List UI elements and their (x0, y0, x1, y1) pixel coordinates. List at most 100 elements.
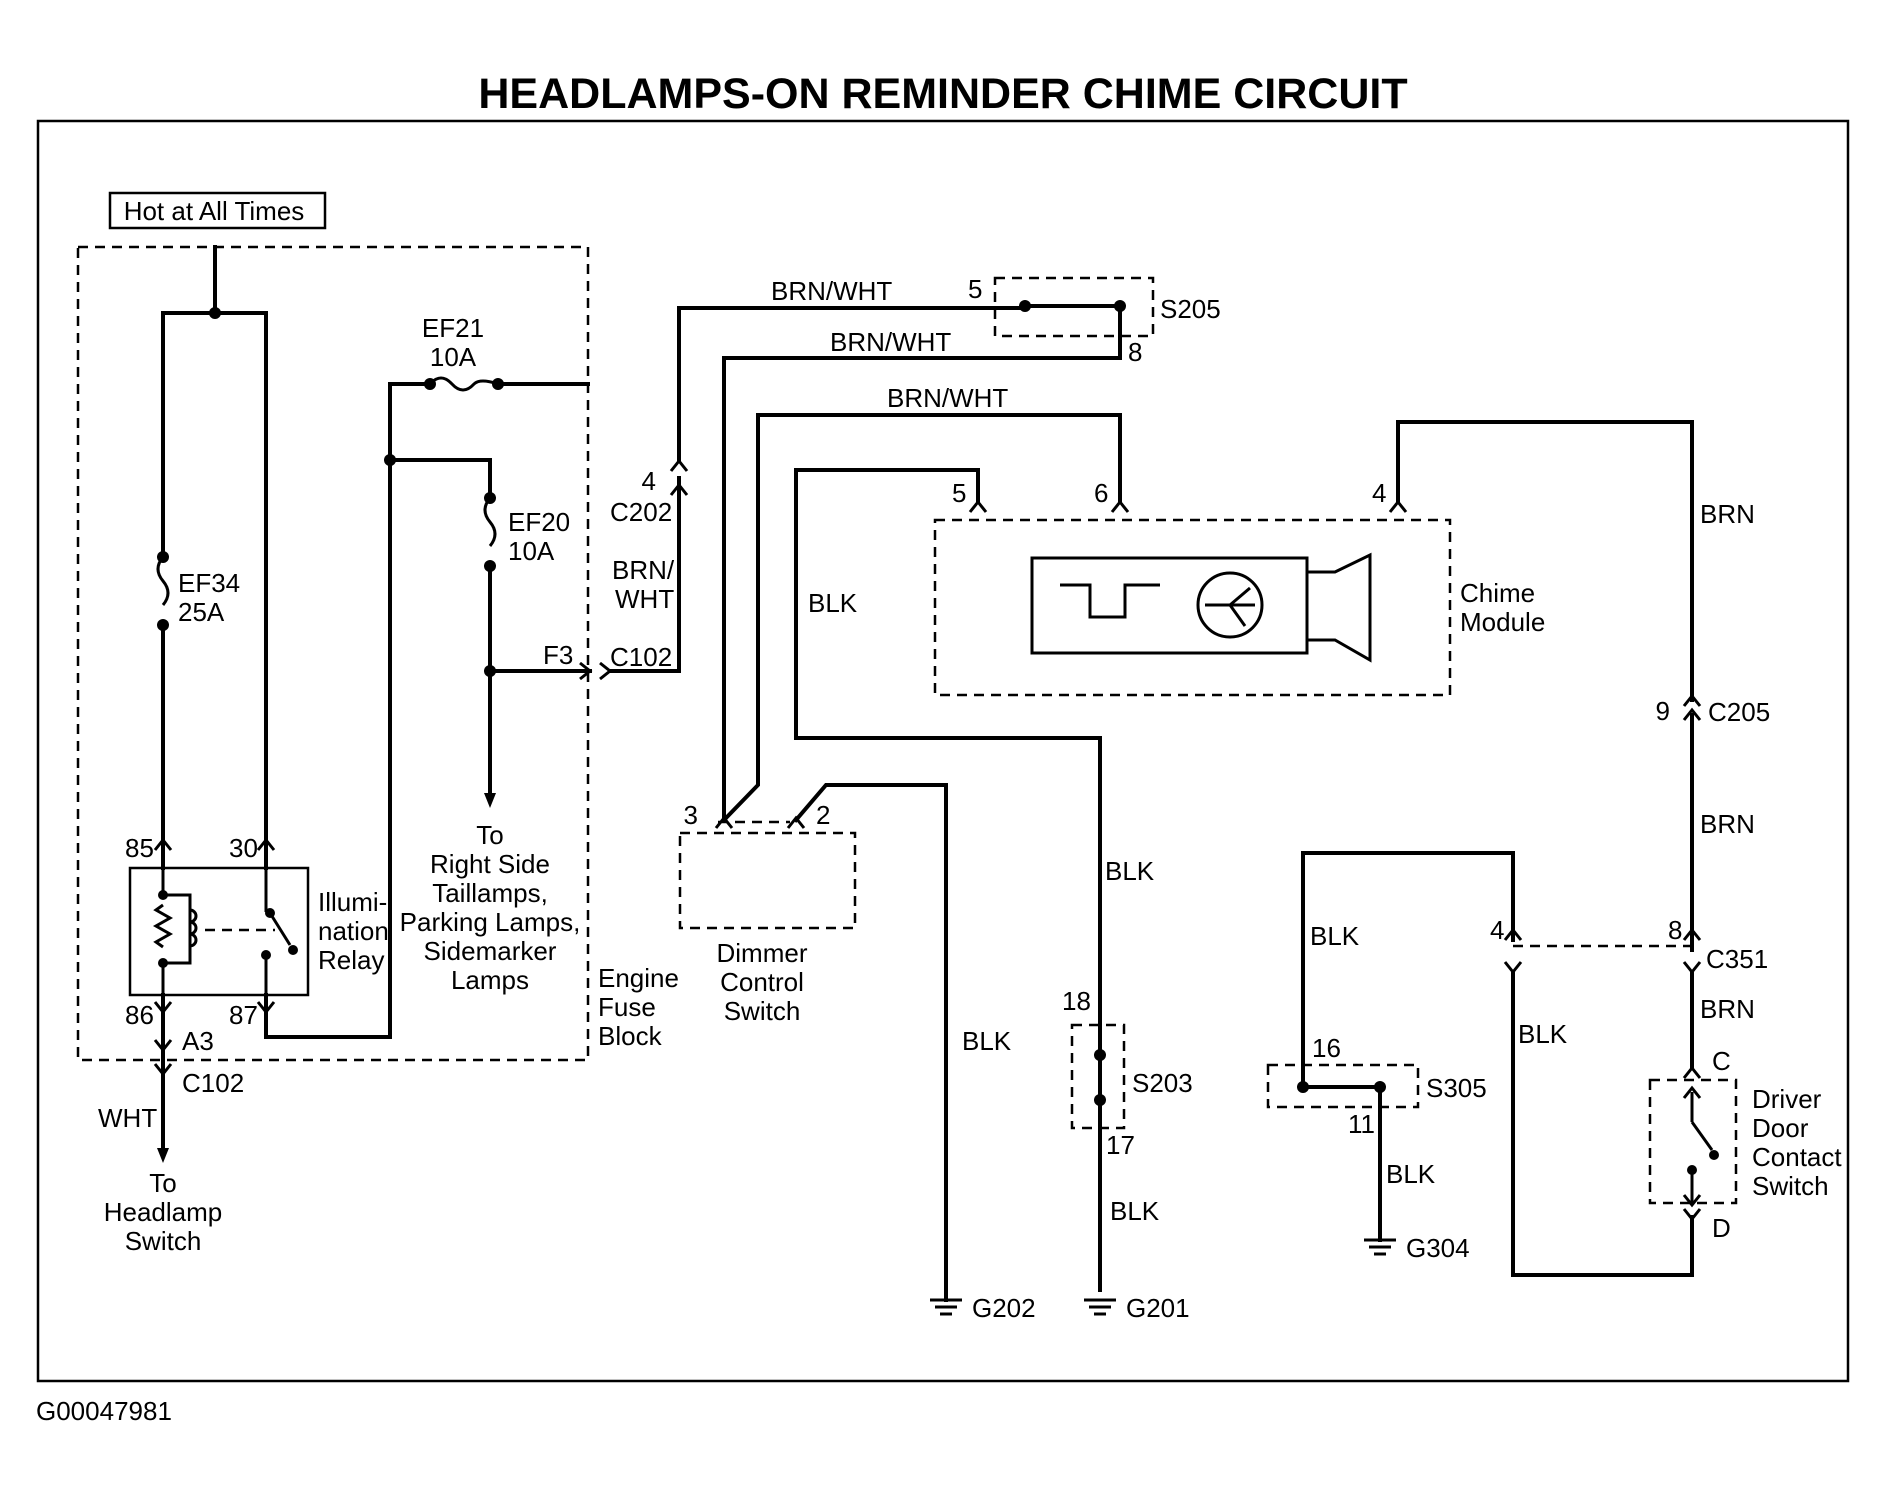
svg-text:Lamps: Lamps (451, 965, 529, 995)
svg-text:8: 8 (1128, 337, 1142, 367)
dimmer-feed-wire: BRN/WHT (722, 327, 1122, 822)
fuse-block-label: Engine Fuse Block (598, 963, 679, 1051)
svg-text:Headlamp: Headlamp (104, 1197, 223, 1227)
svg-text:BLK: BLK (1310, 921, 1360, 951)
svg-text:Switch: Switch (1752, 1171, 1829, 1201)
svg-text:Taillamps,: Taillamps, (432, 878, 548, 908)
svg-text:Engine: Engine (598, 963, 679, 993)
chime-pins: 5 6 4 (952, 478, 1408, 513)
chime-pin6-wire: BRN/WHT (721, 383, 1122, 823)
power-source-label: Hot at All Times (124, 196, 305, 226)
svg-text:18: 18 (1062, 986, 1091, 1016)
svg-text:Door: Door (1752, 1113, 1809, 1143)
svg-text:C102: C102 (182, 1068, 244, 1098)
svg-text:BLK: BLK (962, 1026, 1012, 1056)
chime-module: Chime Module (933, 518, 1545, 697)
svg-text:BLK: BLK (1105, 856, 1155, 886)
svg-text:Switch: Switch (125, 1226, 202, 1256)
svg-text:9: 9 (1656, 696, 1670, 726)
svg-text:Switch: Switch (724, 996, 801, 1026)
svg-text:Right Side: Right Side (430, 849, 550, 879)
svg-text:BRN: BRN (1700, 499, 1755, 529)
svg-text:To: To (476, 820, 503, 850)
svg-text:5: 5 (952, 478, 966, 508)
svg-text:Module: Module (1460, 607, 1545, 637)
brn-wht-feed-wire: 4 C202 BRN/ WHT BRN/WHT (608, 276, 1027, 673)
svg-text:To: To (149, 1168, 176, 1198)
svg-text:Chime: Chime (1460, 578, 1535, 608)
engine-fuse-block (76, 245, 590, 1062)
svg-text:11: 11 (1348, 1109, 1375, 1139)
svg-text:Illumi-: Illumi- (318, 887, 387, 917)
svg-text:4: 4 (1372, 478, 1386, 508)
svg-text:Driver: Driver (1752, 1084, 1822, 1114)
relay-pin-87: 87 (229, 1000, 258, 1030)
ground-g304: G304 (1364, 1233, 1470, 1263)
svg-text:BRN/: BRN/ (612, 555, 675, 585)
driver-door-contact-switch: C D Driver Door Contact Switch (1648, 1046, 1842, 1243)
svg-text:C205: C205 (1708, 697, 1770, 727)
svg-text:Dimmer: Dimmer (717, 938, 808, 968)
splice-s305: BLK 16 11 S305 BLK (1266, 851, 1515, 1242)
svg-text:Parking Lamps,: Parking Lamps, (400, 907, 581, 937)
svg-text:Control: Control (720, 967, 804, 997)
svg-text:G201: G201 (1126, 1293, 1190, 1323)
f3-wire: F3 C102 (484, 640, 672, 681)
svg-text:Relay: Relay (318, 945, 384, 975)
svg-text:Block: Block (598, 1021, 663, 1051)
diagram-frame (36, 119, 1850, 1383)
svg-text:Sidemarker: Sidemarker (424, 936, 557, 966)
svg-text:WHT: WHT (98, 1103, 157, 1133)
svg-text:BRN/WHT: BRN/WHT (887, 383, 1008, 413)
svg-text:6: 6 (1094, 478, 1108, 508)
svg-text:A3: A3 (182, 1026, 214, 1056)
svg-text:C202: C202 (610, 497, 672, 527)
splice-s205: 5 S205 8 (968, 274, 1221, 367)
relay-pin-30: 30 (229, 833, 258, 863)
svg-text:G202: G202 (972, 1293, 1036, 1323)
headlamp-wire: A3 C102 WHT (98, 1008, 244, 1163)
fuse-ef34: EF34 25A (156, 450, 240, 852)
svg-text:Fuse: Fuse (598, 992, 656, 1022)
svg-text:10A: 10A (430, 342, 477, 372)
svg-text:C351: C351 (1706, 944, 1768, 974)
svg-text:EF34: EF34 (178, 568, 240, 598)
svg-text:F3: F3 (543, 640, 573, 670)
svg-text:BRN/WHT: BRN/WHT (771, 276, 892, 306)
svg-text:10A: 10A (508, 536, 555, 566)
svg-text:3: 3 (684, 800, 698, 830)
svg-text:S205: S205 (1160, 294, 1221, 324)
chime-pin4-wire: BRN (1396, 420, 1755, 702)
connector-c351: 4 8 C351 BLK BRN (1490, 915, 1768, 1277)
figure-id: G00047981 (36, 1396, 172, 1426)
svg-text:S305: S305 (1426, 1073, 1487, 1103)
svg-text:5: 5 (968, 274, 982, 304)
headlamp-switch-label: To Headlamp Switch (104, 1168, 223, 1256)
svg-text:S203: S203 (1132, 1068, 1193, 1098)
svg-text:BRN: BRN (1700, 994, 1755, 1024)
svg-text:WHT: WHT (615, 584, 674, 614)
svg-text:Contact: Contact (1752, 1142, 1842, 1172)
svg-text:BLK: BLK (1386, 1159, 1436, 1189)
svg-text:16: 16 (1312, 1033, 1341, 1063)
fuse-ef20: EF20 10A (483, 492, 570, 808)
svg-text:BLK: BLK (1518, 1019, 1568, 1049)
illumination-relay (128, 837, 310, 1015)
svg-text:EF21: EF21 (422, 313, 484, 343)
svg-text:2: 2 (816, 800, 830, 830)
diagram-title: HEADLAMPS-ON REMINDER CHIME CIRCUIT (478, 70, 1407, 118)
relay-label: Illumi- nation Relay (318, 887, 389, 975)
svg-text:C102: C102 (610, 642, 672, 672)
svg-text:nation: nation (318, 916, 389, 946)
svg-text:25A: 25A (178, 597, 225, 627)
svg-text:BRN/WHT: BRN/WHT (830, 327, 951, 357)
hot-feed-wire (161, 245, 268, 852)
fuse-ef21: EF21 10A (422, 313, 590, 392)
relay-87-wire (264, 382, 492, 1039)
power-source-box (108, 191, 327, 230)
svg-text:8: 8 (1668, 915, 1682, 945)
splice-s203: 18 S203 17 BLK (1062, 986, 1193, 1292)
svg-text:EF20: EF20 (508, 507, 570, 537)
svg-text:C: C (1712, 1046, 1731, 1076)
